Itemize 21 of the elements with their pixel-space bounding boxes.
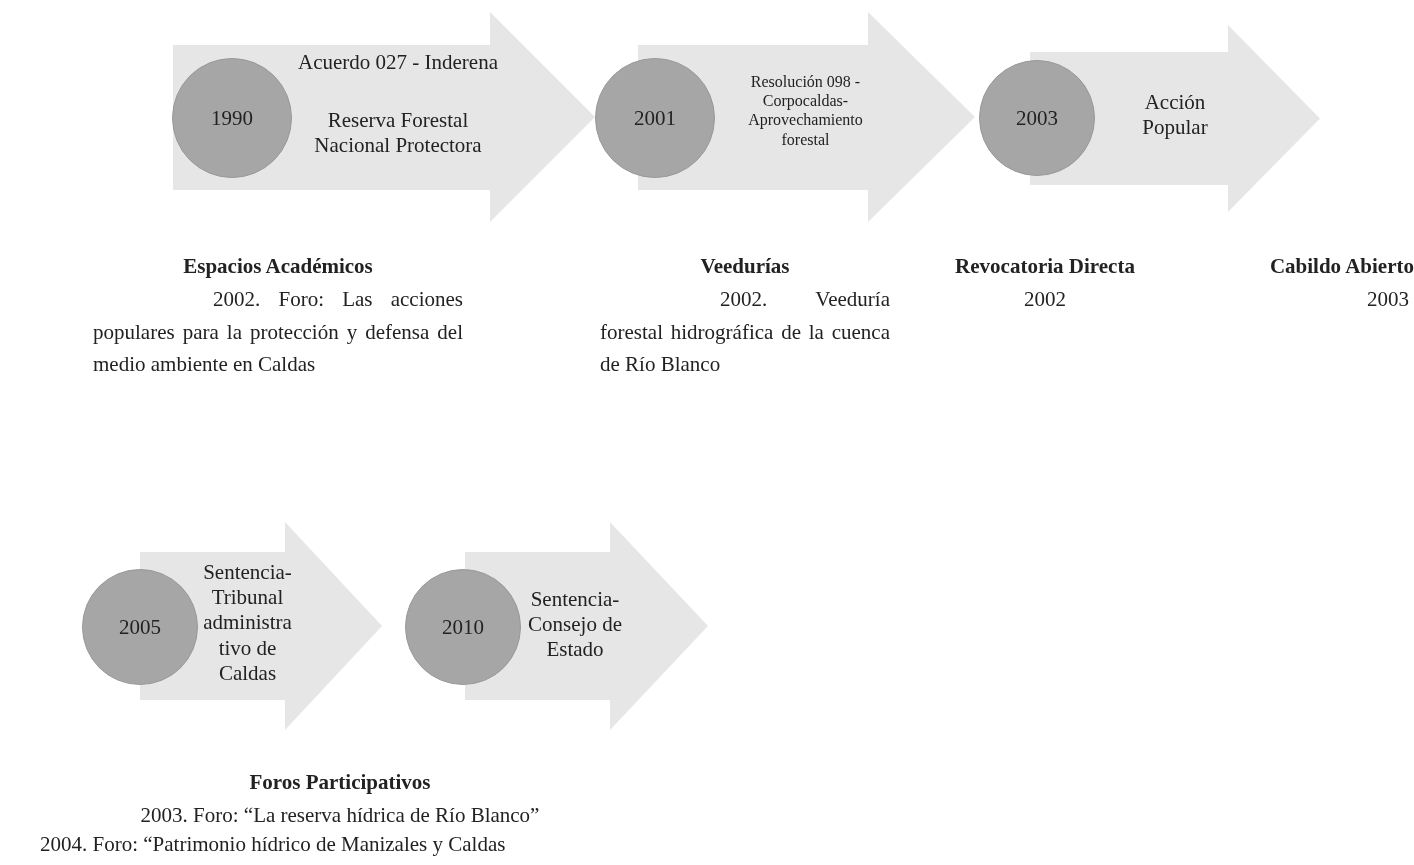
year-circle: 2010 [405, 569, 521, 685]
section-text: 2004. Foro: “Patrimonio hídrico de Manizales y Caldas [40, 831, 507, 858]
year-circle: 2003 [979, 60, 1095, 176]
section-text: 2003. Foro: “La reserva hídrica de Río Blanco” [139, 802, 541, 829]
section-heading: Espacios Académicos [182, 253, 374, 280]
section-text: 2002. Veeduría forestal hidrográfica de la cuenca de Río Blanco [600, 286, 890, 379]
year-circle: 2001 [595, 58, 715, 178]
section-heading: Cabildo Abierto [1268, 253, 1414, 280]
arrow-text: Acuerdo 027 - Inderena [298, 50, 498, 76]
section-text: 2002. Foro: Las acciones populares para la protección y defensa del medio ambiente en Caldas [93, 286, 463, 379]
arrow-text: Sentencia- Consejo de Estado [527, 587, 623, 663]
arrow-text: Acción Popular [1141, 90, 1209, 141]
year-circle: 2005 [82, 569, 198, 685]
arrow-text: Resolución 098 - Corpocaldas- Aprovechamiento forestal [747, 72, 864, 149]
section-text: 2002 [1023, 286, 1067, 313]
section-heading: Foros Participativos [248, 769, 432, 796]
section-heading: Revocatoria Directa [954, 253, 1136, 280]
arrow-text: Sentencia- Tribunal administra tivo de Caldas [202, 560, 293, 686]
section-heading: Veedurías [699, 253, 791, 280]
section-text: 2003 [1366, 286, 1409, 313]
arrow-text: Reserva Forestal Nacional Protectora [313, 108, 483, 159]
